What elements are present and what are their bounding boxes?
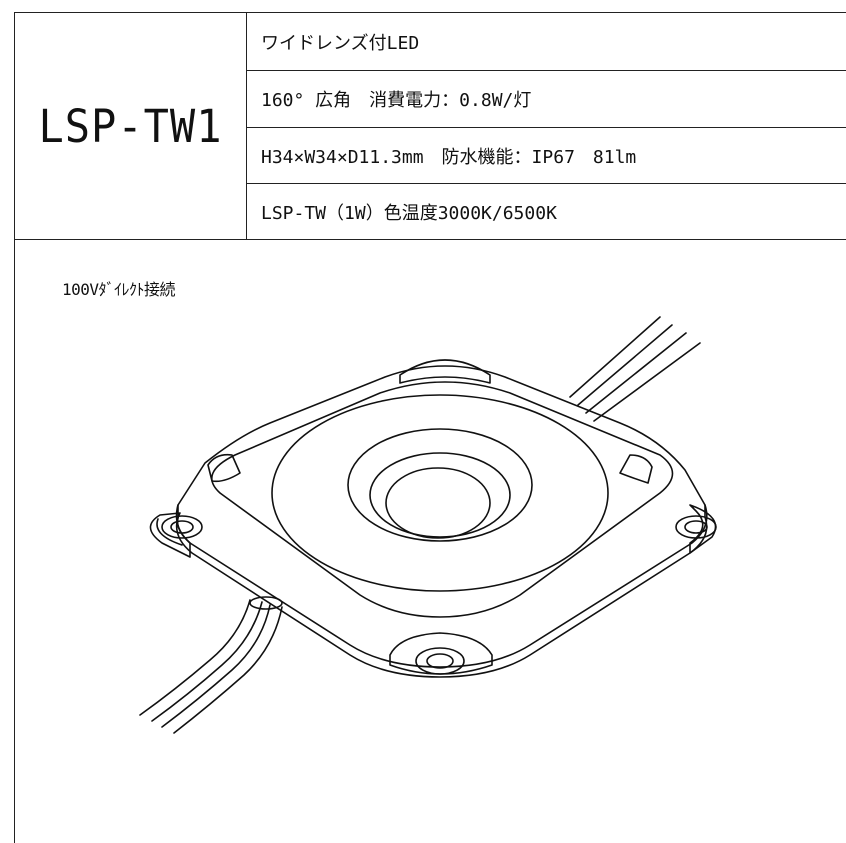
top-plateau <box>211 381 674 618</box>
left-mounting-ear <box>149 512 203 558</box>
spec-row-lens: ワイドレンズ付LED <box>247 13 846 71</box>
front-wires <box>139 596 283 734</box>
spec-table: LSP-TW1 ワイドレンズ付LED 160° 広角 消費電力：0.8W/灯 H… <box>14 12 846 240</box>
spec-rows: ワイドレンズ付LED 160° 広角 消費電力：0.8W/灯 H34×W34×D… <box>247 13 846 240</box>
model-cell: LSP-TW1 <box>15 13 247 240</box>
right-mounting-ear <box>675 504 717 554</box>
back-connector <box>399 359 491 384</box>
spec-row-angle-power: 160° 広角 消費電力：0.8W/灯 <box>247 71 846 128</box>
spec-row-dimensions: H34×W34×D11.3mm 防水機能：IP67 81lm <box>247 128 846 184</box>
led-module-drawing <box>139 316 717 734</box>
lens-dome <box>385 467 491 539</box>
spec-row-color-temp: LSP-TW（1W）色温度3000K/6500K <box>261 203 557 224</box>
connection-caption: 100Vﾀﾞｲﾚｸﾄ接続 <box>62 280 176 299</box>
bottom-mounting-ear <box>389 632 493 675</box>
back-wires <box>569 316 701 422</box>
lens-well <box>347 428 533 542</box>
model-name: LSP-TW1 <box>38 100 223 153</box>
outer-ring <box>271 394 609 592</box>
frame-left-rule <box>14 240 15 843</box>
